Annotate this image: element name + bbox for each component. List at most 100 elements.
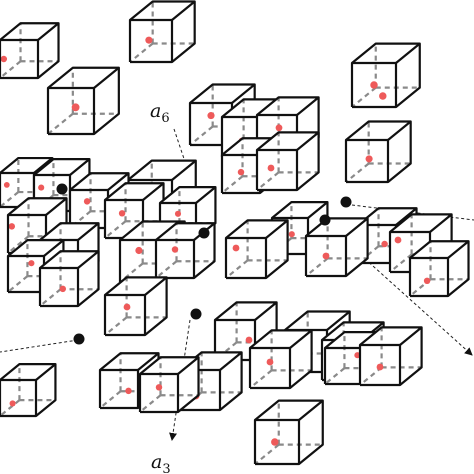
top-edge — [265, 219, 289, 239]
cube-face — [255, 400, 323, 464]
top-edge — [137, 352, 160, 371]
atom-dot — [123, 303, 131, 311]
hidden-edge — [0, 191, 20, 208]
marker-layer — [56, 183, 352, 345]
atom-dot — [207, 112, 215, 120]
top-edge — [395, 42, 421, 64]
cube-face — [156, 223, 215, 278]
top-edge — [254, 301, 278, 321]
cube — [128, 0, 196, 64]
hidden-edge — [155, 260, 178, 279]
atom-dot — [423, 277, 431, 285]
cube-face — [257, 132, 319, 190]
marker-point — [73, 333, 85, 345]
hidden-edge — [359, 366, 383, 386]
hidden-edge — [104, 316, 128, 336]
hidden-edge — [256, 171, 280, 191]
axis-label-a3: a3 — [151, 451, 171, 474]
top-edge — [177, 356, 200, 375]
top-edge — [231, 83, 256, 104]
axis-label-a6: a6 — [150, 100, 170, 126]
atom-dot — [71, 103, 80, 112]
hidden-edge — [225, 259, 249, 279]
hidden-edge — [214, 341, 238, 361]
atom-dot — [174, 210, 182, 217]
atom-dot — [38, 184, 45, 191]
top-edge — [77, 250, 100, 269]
atom-dot — [8, 223, 16, 230]
cube-face — [352, 43, 420, 107]
hidden-edge — [0, 60, 22, 79]
top-edge — [142, 182, 165, 201]
cube — [138, 356, 200, 414]
top-edge — [171, 159, 197, 181]
marker-point — [319, 214, 331, 226]
top-edge — [195, 186, 217, 204]
top-edge — [429, 213, 453, 233]
hidden-edge — [104, 220, 127, 239]
hidden-edge — [189, 125, 214, 146]
cube — [304, 217, 369, 278]
cube — [46, 66, 120, 136]
top-edge — [35, 363, 57, 381]
hidden-edge — [345, 162, 370, 183]
top-edge — [326, 310, 351, 331]
cube-face — [105, 277, 167, 335]
cube-face — [40, 251, 99, 306]
atom-dot — [0, 55, 8, 63]
cube — [38, 250, 100, 308]
atom-dot — [394, 236, 402, 244]
atom-dot — [271, 438, 279, 446]
top-edge — [37, 22, 60, 41]
cube — [103, 276, 168, 337]
cube — [154, 222, 216, 280]
cube — [255, 131, 320, 192]
atom-dot — [322, 252, 330, 260]
cube — [408, 240, 470, 298]
hidden-edge — [99, 390, 122, 409]
atom-dot — [365, 155, 373, 163]
atom-dot — [381, 240, 388, 248]
atom-dot — [245, 336, 253, 344]
atom-dot — [379, 92, 387, 100]
atom-dot — [267, 164, 275, 172]
hidden-edge — [39, 288, 62, 307]
marker-point — [190, 308, 202, 320]
top-edge — [45, 197, 68, 216]
top-edge — [345, 217, 369, 237]
cube — [248, 329, 313, 390]
hidden-edge — [129, 42, 154, 63]
atom-dot — [171, 246, 179, 253]
cube-face — [140, 357, 199, 412]
marker-point — [56, 183, 68, 195]
top-edge — [107, 172, 130, 191]
atom-dot — [275, 124, 283, 132]
top-edge — [171, 0, 196, 21]
hidden-edge — [119, 262, 144, 283]
cube — [253, 399, 324, 466]
cube-face — [360, 327, 422, 385]
atom-dot — [125, 387, 132, 395]
hidden-edge — [249, 369, 273, 389]
atom-dot — [83, 198, 91, 205]
atom-dot — [9, 400, 16, 407]
atom-dot — [232, 244, 240, 252]
cube-face — [0, 23, 59, 79]
top-edge — [447, 240, 470, 259]
cube-face — [250, 330, 312, 388]
dashed-axis-line — [0, 339, 79, 353]
atom-dot — [28, 260, 35, 267]
top-edge — [93, 66, 120, 89]
top-edge — [399, 326, 423, 346]
cube — [224, 219, 289, 280]
top-edge — [43, 239, 65, 257]
marker-point — [198, 227, 210, 239]
cube-face — [346, 121, 411, 182]
atom-dot — [376, 363, 384, 371]
cube-layer — [0, 0, 470, 466]
top-edge — [33, 157, 54, 174]
marker-point — [340, 196, 352, 208]
top-edge — [69, 158, 91, 176]
hidden-edge — [305, 257, 329, 277]
atom-dot — [3, 182, 10, 188]
